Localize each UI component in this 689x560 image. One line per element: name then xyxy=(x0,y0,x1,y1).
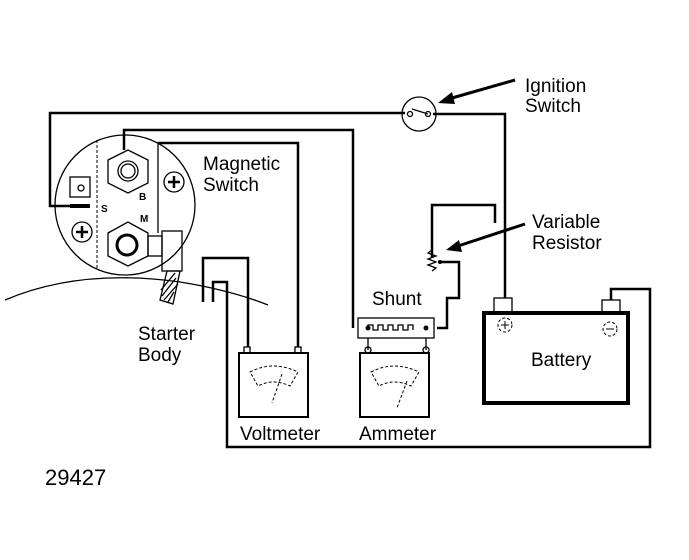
label-magnetic-switch-line1: Magnetic xyxy=(203,154,280,175)
wire-b-to-shunt xyxy=(122,128,355,328)
figure-number: 29427 xyxy=(45,465,106,490)
screw-icon xyxy=(163,171,185,193)
ammeter xyxy=(359,346,430,418)
label-shunt: Shunt xyxy=(372,289,422,310)
terminal-s-label: S xyxy=(101,204,108,215)
label-variable-resistor-line1: Variable xyxy=(532,212,600,233)
starter-body-outline xyxy=(4,277,269,306)
label-ammeter: Ammeter xyxy=(359,424,437,445)
label-ignition-switch-line1: Ignition xyxy=(525,76,586,97)
negative-terminal-icon xyxy=(602,321,618,337)
screw-icon xyxy=(71,221,93,243)
wire-s-to-ignition xyxy=(48,111,405,208)
label-magnetic-switch-line2: Switch xyxy=(203,175,259,196)
voltmeter xyxy=(238,346,309,418)
variable-resistor xyxy=(426,203,497,330)
terminal-m-label: M xyxy=(140,214,148,225)
wire-ground-to-battery-neg xyxy=(211,280,652,449)
label-starter-body-line2: Body xyxy=(138,345,182,366)
ignition-switch xyxy=(401,96,437,132)
label-starter-body-line1: Starter xyxy=(138,324,196,345)
wire-ignition-to-battery xyxy=(433,112,507,298)
terminal-b-label: B xyxy=(139,192,146,203)
label-variable-resistor-line2: Resistor xyxy=(532,233,602,254)
pointer-arrow xyxy=(446,222,526,252)
wire-b-to-voltmeter xyxy=(158,141,300,347)
positive-terminal-icon xyxy=(497,317,513,333)
label-voltmeter: Voltmeter xyxy=(240,424,321,445)
wire-ground-to-voltmeter xyxy=(201,256,250,347)
shunt xyxy=(357,317,435,350)
b-terminal-nut xyxy=(107,149,149,194)
s-terminal-block xyxy=(69,176,91,198)
starter-cable xyxy=(159,270,181,305)
pointer-arrow xyxy=(438,78,516,104)
magnetic-switch: B S M xyxy=(54,134,196,276)
label-battery: Battery xyxy=(531,350,592,371)
battery xyxy=(482,297,630,405)
m-terminal-nut xyxy=(107,221,183,272)
label-ignition-switch-line2: Switch xyxy=(525,96,581,117)
